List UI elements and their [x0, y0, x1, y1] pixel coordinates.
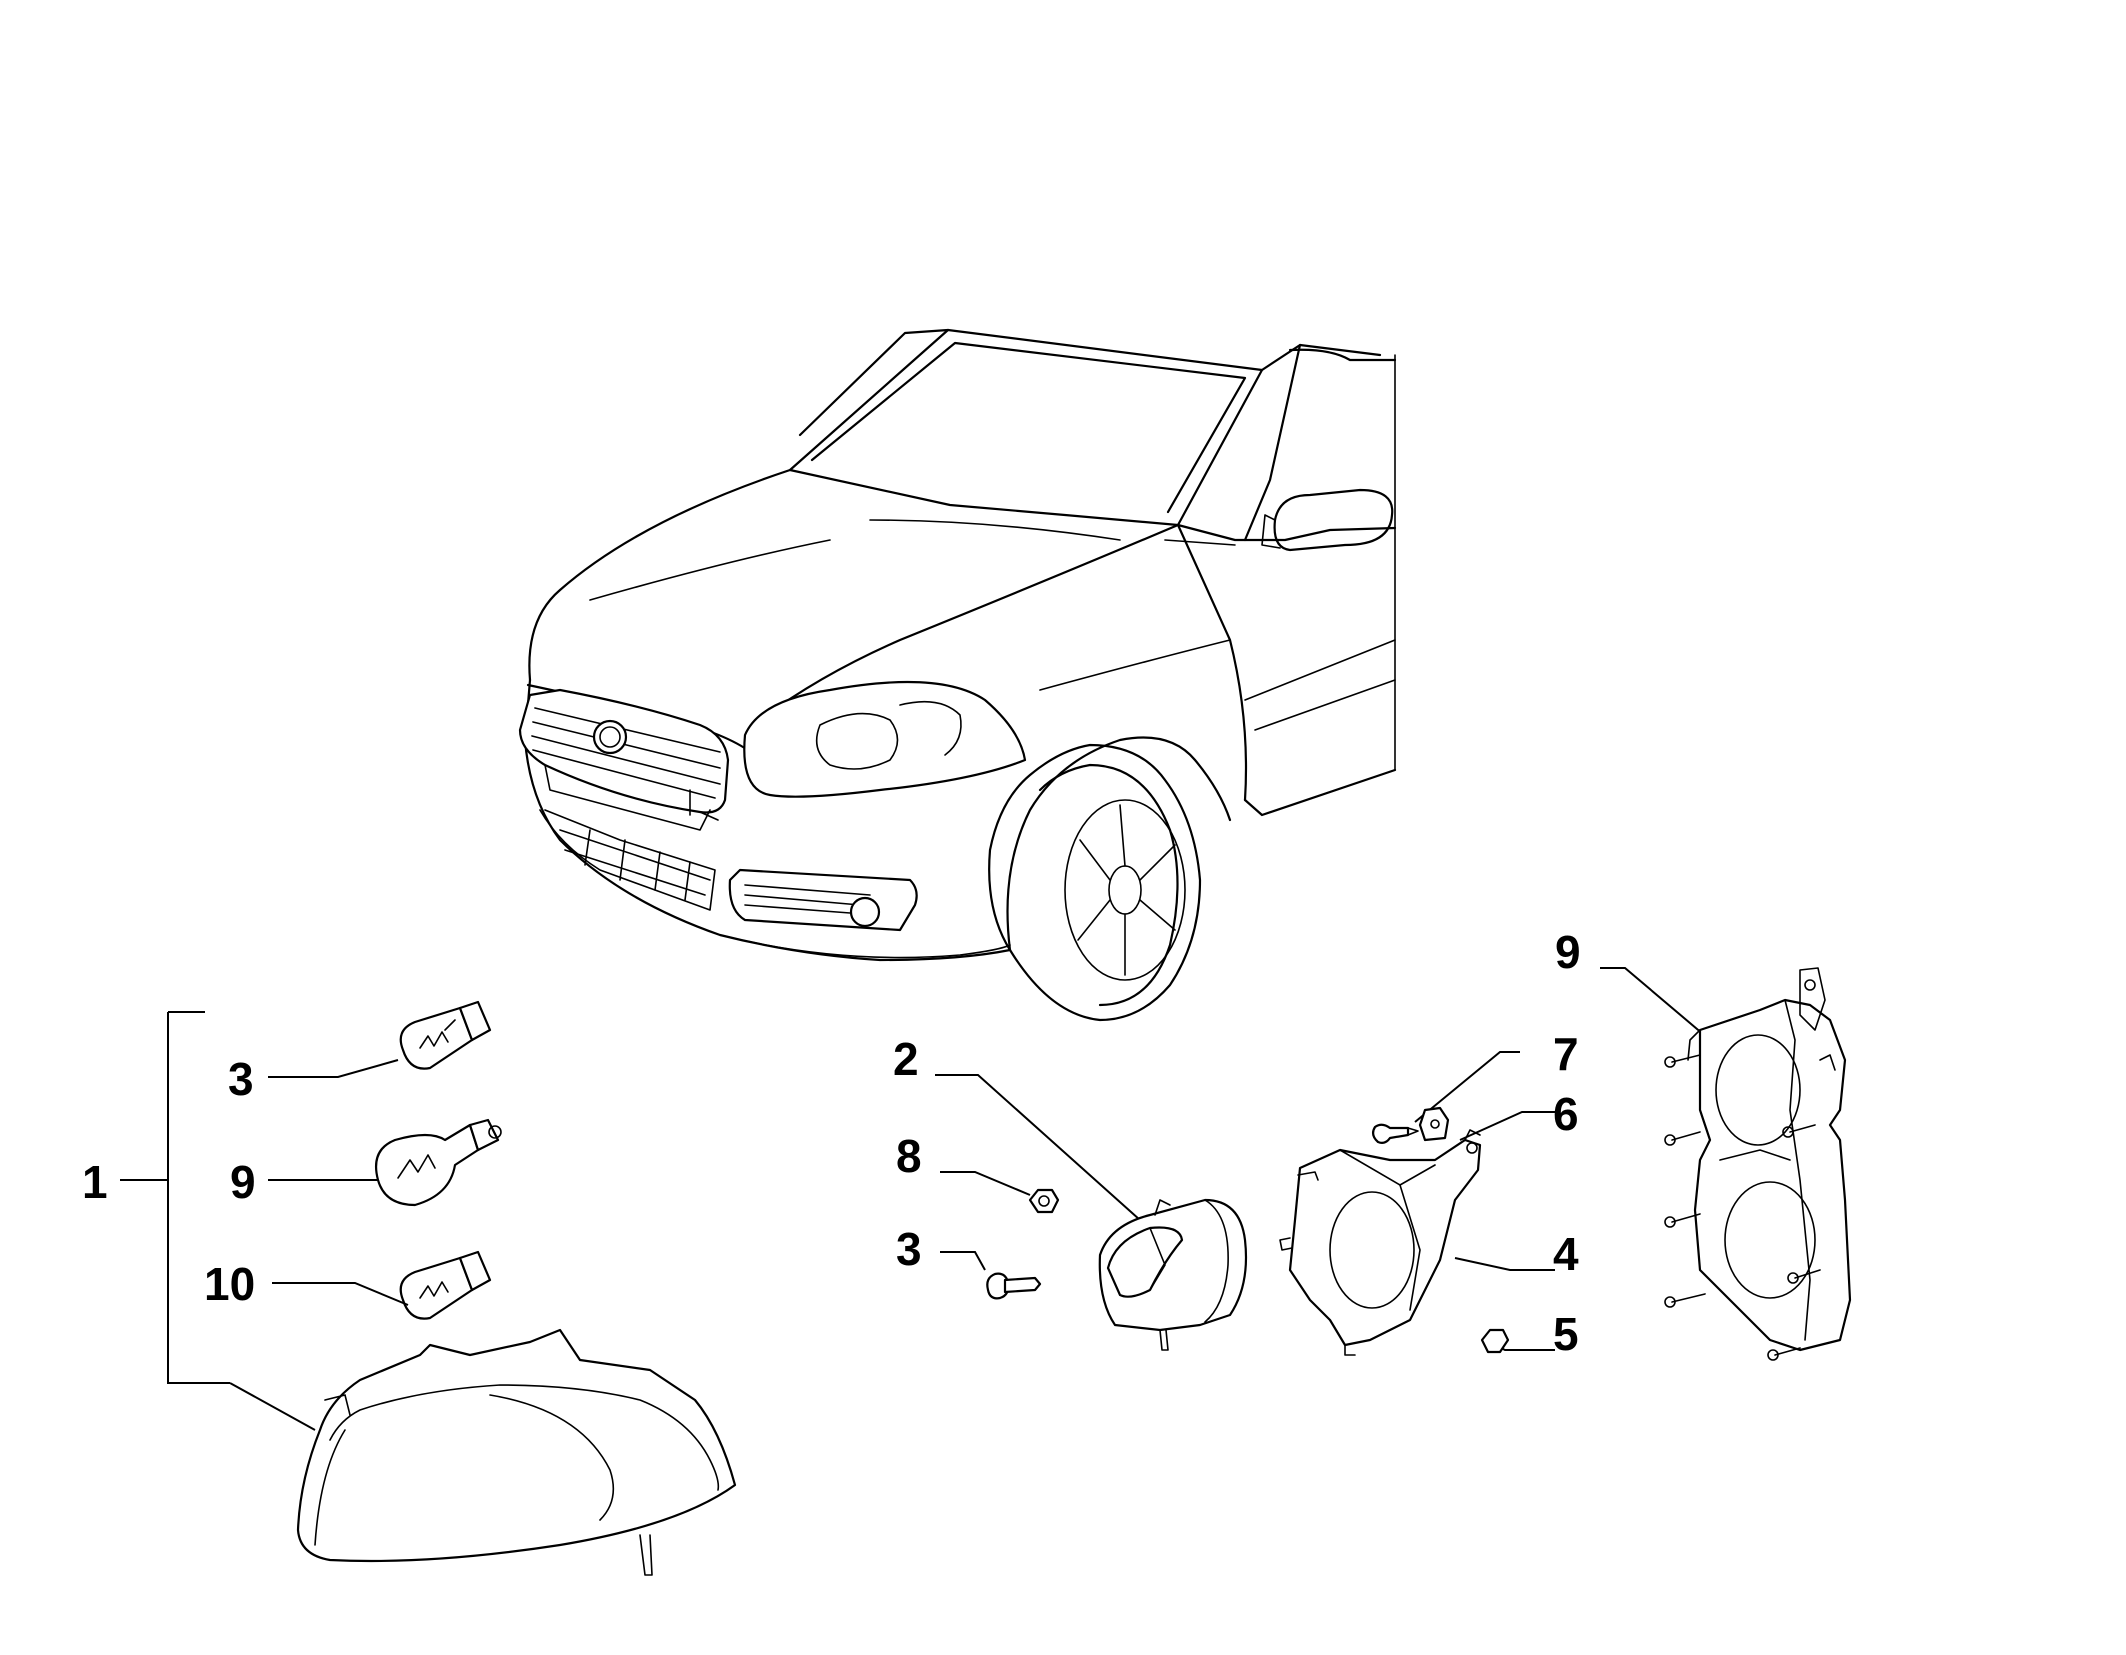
headlamp-icon [296, 1328, 737, 1576]
leader-lines [229, 967, 1711, 1431]
callout-6: 6 [1553, 1088, 1579, 1140]
bracket-icon [1664, 967, 1852, 1361]
bulb-icon [399, 1000, 492, 1070]
clip-icon [1418, 1106, 1450, 1142]
fog-lamp-icon [1098, 1198, 1248, 1351]
callout-10: 10 [204, 1258, 255, 1310]
callout-5: 5 [1553, 1308, 1579, 1360]
bracket-icon [1279, 1129, 1482, 1356]
group-1-bracket [120, 1011, 230, 1384]
callout-3-bulb: 3 [228, 1053, 254, 1105]
callout-8: 8 [896, 1130, 922, 1182]
screw-icon [986, 1272, 1042, 1300]
screw-icon [1371, 1123, 1419, 1144]
callout-1: 1 [82, 1156, 108, 1208]
bulb-icon [399, 1250, 492, 1320]
callout-7: 7 [1553, 1028, 1579, 1080]
nut-icon [1028, 1188, 1060, 1214]
car-illustration [518, 328, 1397, 1022]
callout-2: 2 [893, 1033, 919, 1085]
bulb-icon [374, 1118, 502, 1207]
callout-4: 4 [1553, 1228, 1579, 1280]
nut-icon [1480, 1328, 1510, 1354]
callout-9-bracket: 9 [1555, 926, 1581, 978]
callout-3-part: 3 [896, 1223, 922, 1275]
callout-9-bulb: 9 [230, 1156, 256, 1208]
